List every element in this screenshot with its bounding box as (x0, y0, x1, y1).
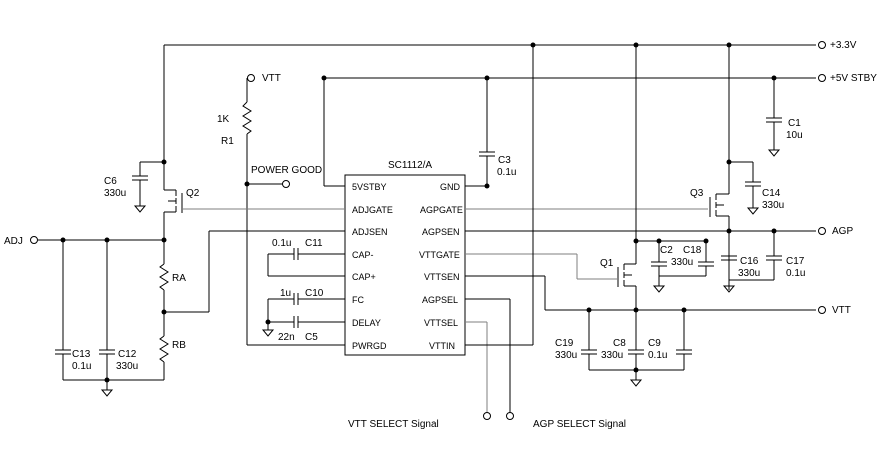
mosfet-q1 (617, 45, 639, 310)
svg-text:22n: 22n (278, 332, 295, 343)
svg-text:C18: C18 (683, 245, 702, 256)
svg-text:FC: FC (352, 295, 364, 305)
select-nets (465, 45, 534, 420)
svg-text:R1: R1 (221, 136, 234, 147)
terminal-adj[interactable] (30, 236, 38, 244)
svg-text:330u: 330u (104, 188, 126, 199)
mosfet-q2 (161, 189, 183, 243)
svg-text:GND: GND (440, 182, 461, 192)
pwrgd-net (242, 74, 345, 346)
svg-text:AGPSEN: AGPSEN (422, 227, 460, 237)
svg-text:C17: C17 (786, 256, 805, 267)
vtt-select-label: VTT SELECT Signal (348, 419, 439, 430)
svg-text:Q2: Q2 (186, 188, 200, 199)
svg-text:CAP+: CAP+ (352, 272, 376, 282)
svg-text:C11: C11 (305, 238, 323, 249)
svg-text:330u: 330u (555, 350, 577, 361)
svg-text:C16: C16 (740, 256, 759, 267)
svg-text:C8: C8 (613, 338, 626, 349)
power-good-label: POWER GOOD (251, 165, 322, 176)
svg-text:PWRGD: PWRGD (352, 341, 387, 351)
adj-net (30, 236, 164, 397)
svg-text:C10: C10 (305, 288, 324, 299)
capacitor-c2-c18 (636, 238, 714, 293)
svg-text:5VSTBY: 5VSTBY (352, 182, 387, 192)
svg-text:VTTSEL: VTTSEL (424, 318, 458, 328)
svg-text:0.1u: 0.1u (72, 361, 91, 372)
svg-text:330u: 330u (671, 257, 693, 268)
rail-5v-stby-label: +5V STBY (830, 73, 877, 84)
capacitor-c11 (267, 248, 345, 277)
agp-select-label: AGP SELECT Signal (533, 419, 626, 430)
svg-text:C13: C13 (72, 349, 91, 360)
capacitor-c1 (766, 78, 782, 157)
svg-text:1K: 1K (217, 114, 230, 125)
mosfet-q3 (709, 45, 730, 290)
svg-text:VTTSEN: VTTSEN (424, 272, 460, 282)
agp-net (465, 227, 826, 293)
terminal-3v3[interactable] (818, 41, 826, 49)
rail-3v3-label: +3.3V (830, 40, 857, 51)
svg-text:ADJ: ADJ (4, 236, 23, 247)
svg-text:ADJGATE: ADJGATE (352, 205, 393, 215)
svg-text:C1: C1 (788, 118, 801, 129)
terminal-agp-select[interactable] (506, 412, 514, 420)
svg-text:VTT: VTT (262, 73, 281, 84)
ic-sc1112 (344, 174, 466, 356)
svg-text:AGP: AGP (832, 226, 853, 237)
terminal-vtt[interactable] (818, 306, 826, 314)
svg-text:Q1: Q1 (600, 258, 614, 269)
capacitor-c14 (726, 159, 761, 215)
svg-text:0.1u: 0.1u (648, 350, 667, 361)
svg-text:0.1u: 0.1u (786, 268, 805, 279)
svg-text:C5: C5 (305, 332, 318, 343)
svg-text:C9: C9 (648, 338, 661, 349)
svg-text:VTTIN: VTTIN (429, 341, 455, 351)
terminal-vtt-pullup[interactable] (247, 74, 255, 82)
svg-text:330u: 330u (762, 200, 784, 211)
terminal-agp[interactable] (818, 227, 826, 235)
svg-text:C2: C2 (660, 245, 673, 256)
svg-text:10u: 10u (786, 130, 803, 141)
svg-text:RA: RA (172, 273, 186, 284)
svg-text:AGPSEL: AGPSEL (422, 295, 458, 305)
svg-text:330u: 330u (738, 268, 760, 279)
svg-text:VTTGATE: VTTGATE (419, 250, 460, 260)
svg-text:C14: C14 (762, 188, 781, 199)
svg-text:VTT: VTT (832, 305, 851, 316)
terminal-power-good[interactable] (282, 180, 290, 188)
svg-text:ADJSEN: ADJSEN (352, 227, 388, 237)
svg-text:C12: C12 (118, 349, 137, 360)
terminal-5v-stby[interactable] (818, 74, 826, 82)
svg-text:C19: C19 (555, 338, 574, 349)
vtt-net (465, 275, 826, 387)
adj-divider (159, 230, 345, 380)
capacitor-c10-c5 (261, 293, 345, 337)
svg-text:330u: 330u (601, 350, 623, 361)
gnd-net (465, 78, 495, 189)
terminal-vtt-select[interactable] (483, 412, 491, 420)
svg-text:1u: 1u (280, 288, 291, 299)
ic-name: SC1112/A (388, 160, 432, 171)
svg-text:C6: C6 (104, 176, 117, 187)
svg-text:330u: 330u (116, 361, 138, 372)
rail-5v-stby (321, 74, 826, 187)
svg-text:C3: C3 (498, 155, 511, 166)
svg-text:RB: RB (172, 340, 186, 351)
capacitor-c6 (132, 159, 167, 213)
svg-text:0.1u: 0.1u (497, 167, 516, 178)
svg-text:0.1u: 0.1u (272, 238, 291, 249)
svg-text:Q3: Q3 (690, 188, 704, 199)
svg-text:AGPGATE: AGPGATE (420, 205, 463, 215)
svg-text:CAP-: CAP- (352, 250, 374, 260)
svg-text:DELAY: DELAY (352, 318, 381, 328)
